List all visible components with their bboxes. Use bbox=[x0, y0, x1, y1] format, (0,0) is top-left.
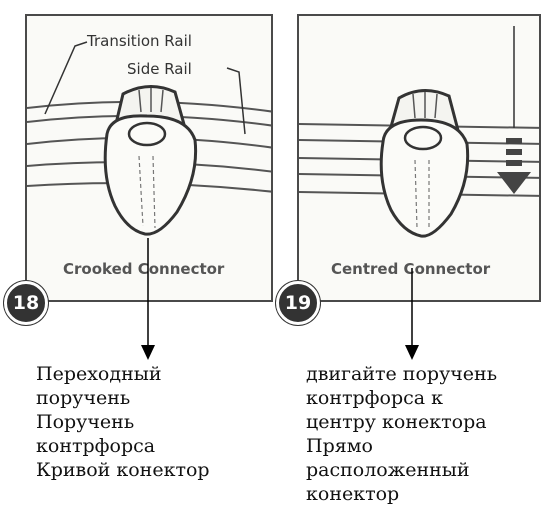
translation-line: расположенный bbox=[306, 459, 470, 481]
panel-18-caption: Crooked Connector bbox=[63, 260, 225, 278]
translation-line: двигайте поручень bbox=[306, 363, 498, 385]
crooked-connector-illustration bbox=[27, 41, 271, 236]
translation-right: двигайте поручень контрфорса к центру ко… bbox=[306, 362, 497, 506]
translation-line: контрфорса bbox=[36, 435, 156, 457]
centred-connector-illustration bbox=[299, 26, 539, 238]
side-rail-callout: Side Rail bbox=[127, 60, 192, 78]
translation-line: Поручень bbox=[36, 411, 135, 433]
left-annotation-arrow bbox=[141, 238, 155, 360]
translation-line: контрфорса к bbox=[306, 387, 444, 409]
panel-19-caption: Centred Connector bbox=[331, 260, 491, 278]
translation-line: конектор bbox=[306, 483, 400, 505]
step-19-badge: 19 bbox=[276, 281, 320, 325]
step-18-panel: Transition Rail Side Rail Crooked Connec… bbox=[25, 14, 273, 302]
translation-left: Переходный поручень Поручень контрфорса … bbox=[36, 362, 210, 482]
translation-line: поручень bbox=[36, 387, 131, 409]
translation-line: Кривой конектор bbox=[36, 459, 210, 481]
step-18-badge: 18 bbox=[4, 281, 48, 325]
right-annotation-arrow bbox=[405, 268, 419, 360]
transition-rail-callout: Transition Rail bbox=[87, 32, 192, 50]
translation-line: Прямо bbox=[306, 435, 373, 457]
step-19-panel: Centred Connector bbox=[297, 14, 541, 302]
translation-line: центру конектора bbox=[306, 411, 487, 433]
translation-line: Переходный bbox=[36, 363, 162, 385]
